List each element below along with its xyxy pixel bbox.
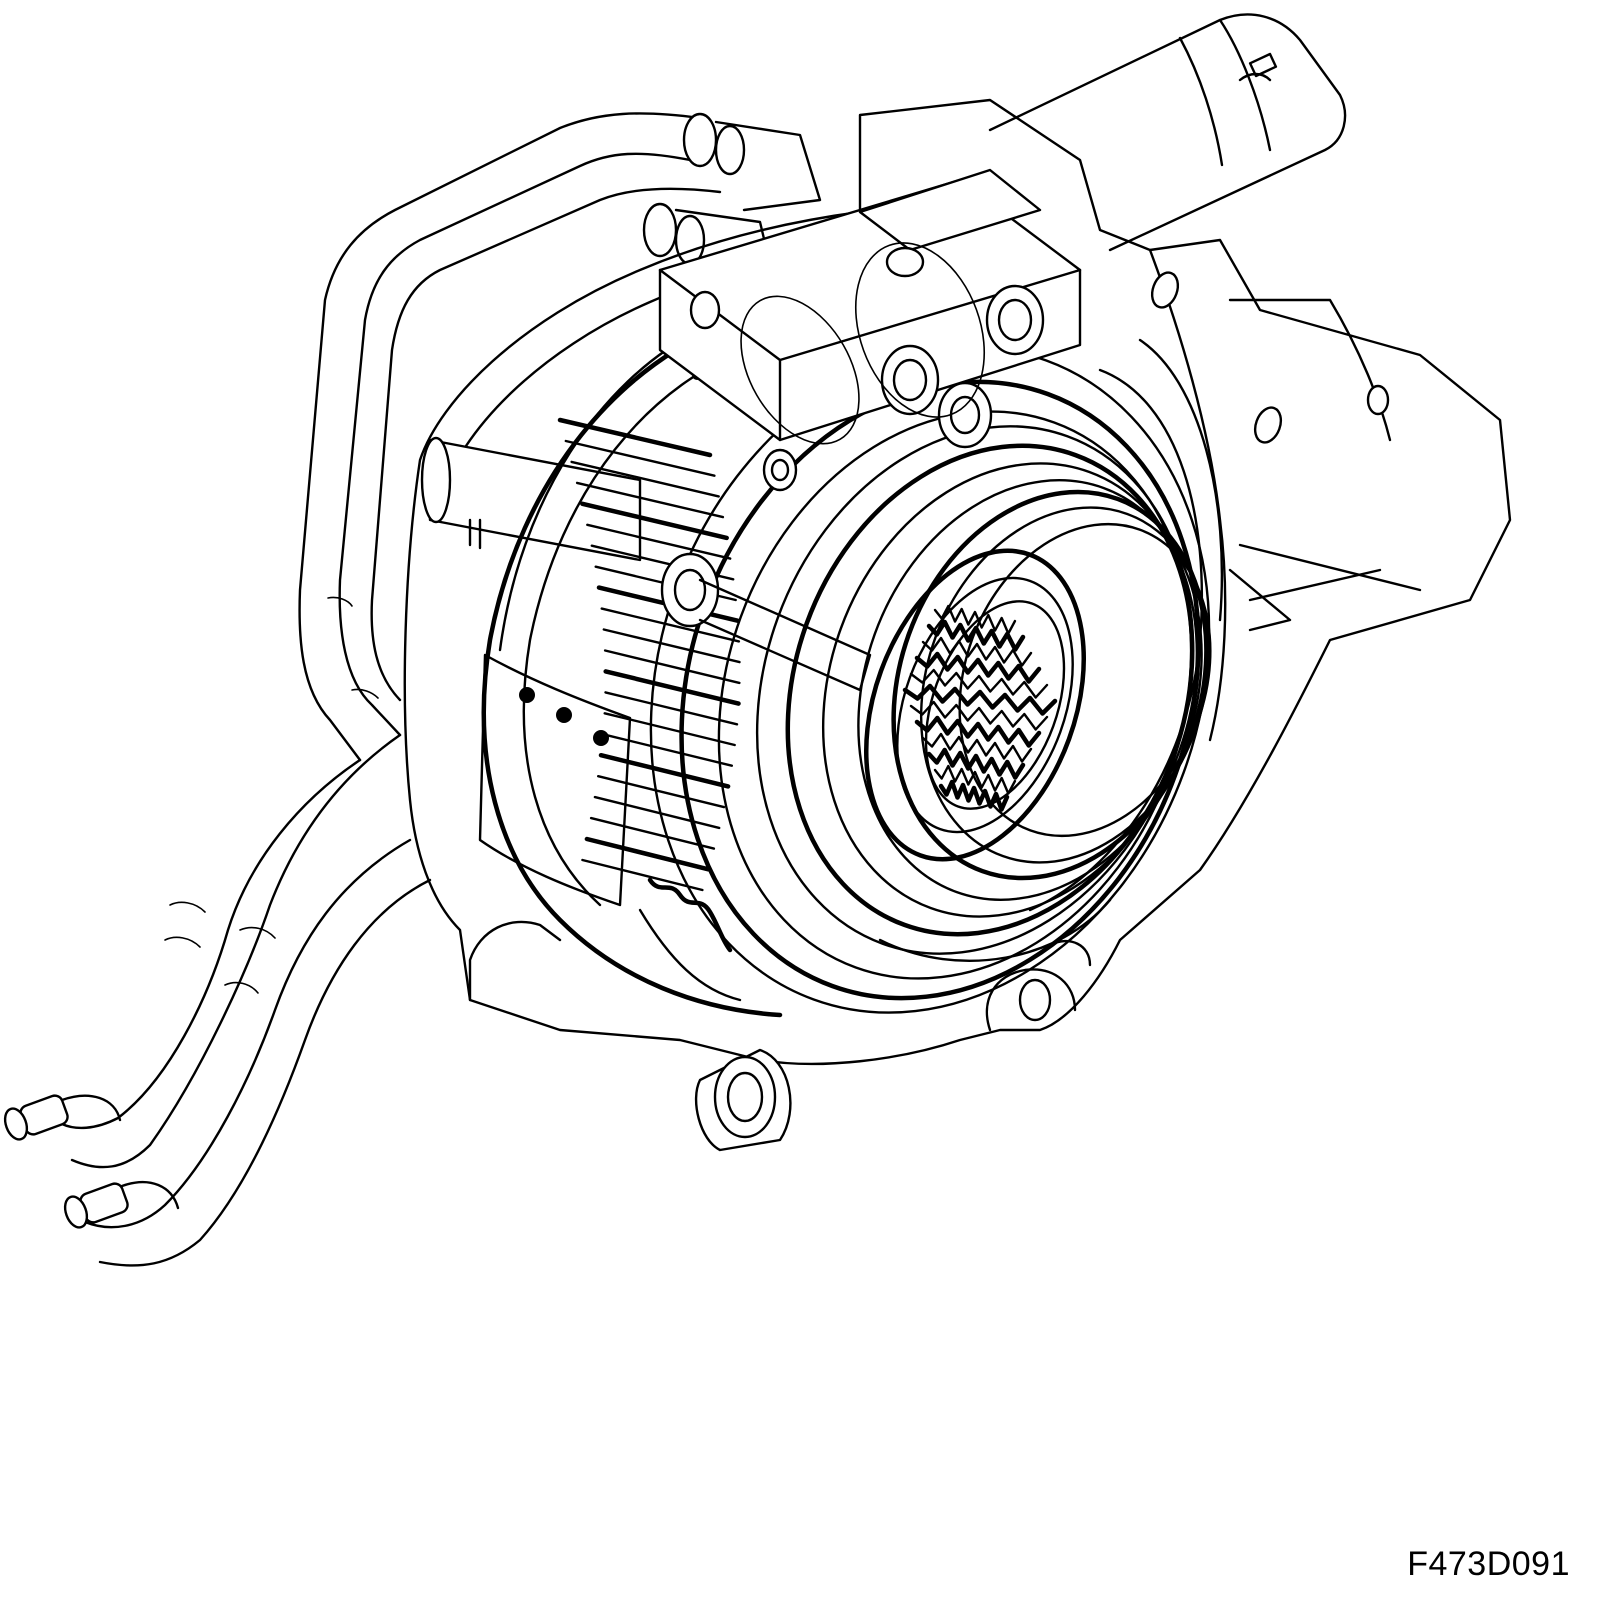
drum-rib [606,671,739,703]
drum-rib [601,755,728,786]
valve-block [660,170,1080,690]
friction-wave [917,718,1039,746]
cylinder-boss-left [422,438,640,560]
drum-rib [605,713,735,745]
friction-wave [911,702,1047,730]
friction-plate-waves [905,606,1055,810]
friction-wave [935,766,1015,794]
drum-rib [602,609,739,642]
cylinder-boss-bottom [696,1050,790,1150]
drum-rib [603,734,732,765]
drum-rib [566,441,715,476]
drum-rib [572,462,719,497]
friction-wave [929,750,1023,778]
tube-end-fitting-lower [61,1181,178,1230]
drum-rib [560,420,710,455]
drum-rib [591,818,714,849]
friction-wave [923,734,1031,762]
friction-wave [905,686,1055,714]
drum-rib [582,860,702,890]
friction-wave [929,622,1023,650]
drum-rib [604,630,740,663]
tube-end-fitting-upper [1,1093,120,1142]
piston-rings [560,268,1300,1092]
friction-wave [911,670,1047,698]
drum-rib [606,692,738,724]
drum-rib [598,776,724,807]
drum-rib [595,797,719,828]
clutch-pack [826,520,1123,889]
friction-wave [923,638,1031,666]
friction-wave [917,654,1039,682]
friction-wave [941,782,1007,810]
drum-rib [577,483,723,517]
drum-rib [605,651,739,683]
figure-code: F473D091 [1407,1545,1570,1583]
housing-flange [405,100,1510,1064]
drum-rib [587,839,708,869]
solenoid-connector [990,14,1345,250]
drum-rib [582,504,726,538]
friction-wave [935,606,1015,634]
drum-rib [587,525,730,559]
